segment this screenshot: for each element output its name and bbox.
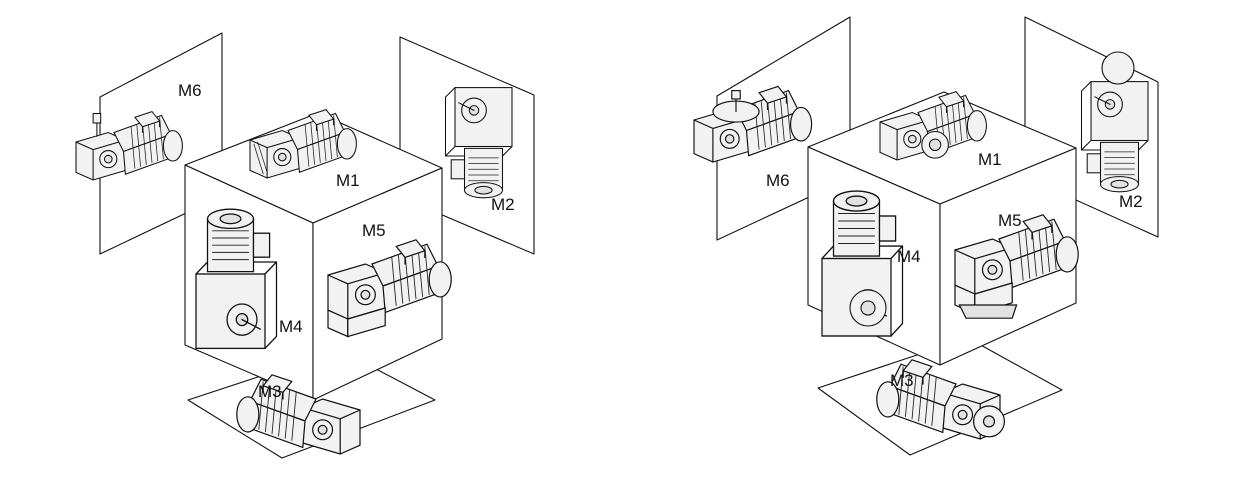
label-m1-right: M1 <box>978 150 1002 169</box>
diagram-right: M6 M1 M2 M5 M4 M3 <box>693 16 1159 456</box>
label-m2-left: M2 <box>491 195 515 214</box>
gearmotor-m1-right <box>879 91 987 161</box>
label-m3-left: M3 <box>258 382 282 401</box>
gearmotor-m3-right <box>876 359 1006 440</box>
gearmotor-m5-right <box>954 214 1079 319</box>
gearmotor-m2-left <box>444 87 513 199</box>
label-m4-left: M4 <box>279 317 303 336</box>
gearmotor-m6-right <box>693 85 813 163</box>
gearmotor-m6-left <box>75 111 183 181</box>
label-m6-right: M6 <box>766 171 790 190</box>
gearmotor-m5-left <box>327 239 452 338</box>
label-m5-left: M5 <box>362 221 386 240</box>
diagram-left: M6 M1 M2 M5 M4 M3 <box>75 32 535 459</box>
plane-m2-left <box>399 36 535 255</box>
gearmotor-m2-right <box>1080 51 1149 193</box>
label-m3-right: M3 <box>890 371 914 390</box>
label-m1-left: M1 <box>336 171 360 190</box>
gearmotor-m1-left <box>249 109 357 179</box>
gearmotor-m4-right <box>821 190 904 337</box>
label-m2-right: M2 <box>1119 192 1143 211</box>
label-m5-right: M5 <box>998 211 1022 230</box>
label-m4-right: M4 <box>897 247 921 266</box>
label-m6-left: M6 <box>178 81 202 100</box>
